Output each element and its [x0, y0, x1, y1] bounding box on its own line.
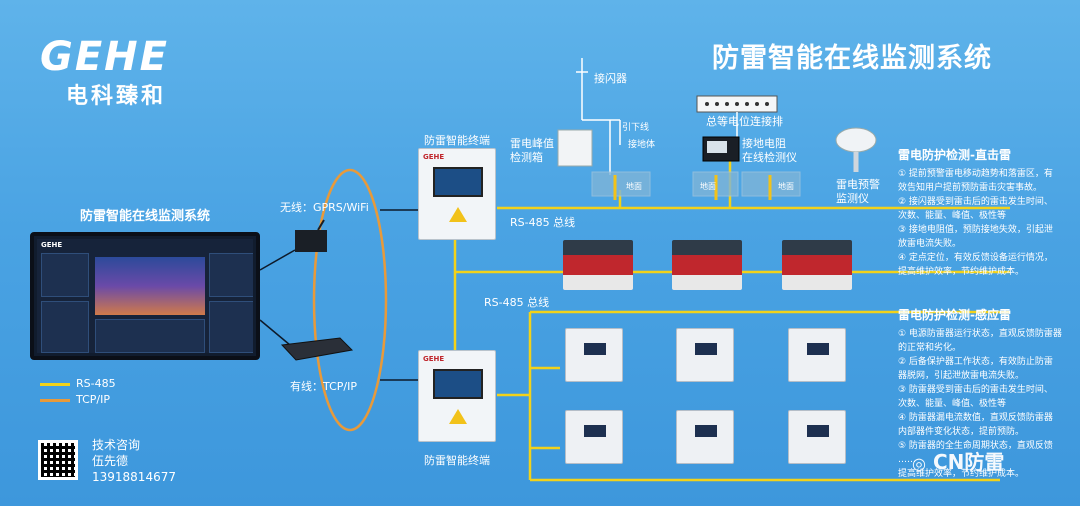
warning-icon	[449, 409, 467, 424]
label-ground-2: 地面	[700, 182, 716, 191]
section-item: 效告知用户提前预防雷击灾害事故。	[898, 183, 1043, 193]
legend-rs485-line	[40, 383, 70, 386]
label-lightning-rod: 接闪器	[594, 72, 627, 85]
monitor-logo: GEHE	[41, 241, 63, 249]
section-item: 提高维护效率，节约维护成本。	[898, 469, 1025, 479]
section-item: 提高维护效率，节约维护成本。	[898, 267, 1025, 277]
section-item: ④ 定点定位，有效反馈设备运行情况，	[898, 253, 1053, 263]
section-item: 次数、能量、峰值、极性等	[898, 399, 1007, 409]
terminal-device-bottom: GEHE	[418, 350, 496, 442]
watermark-text: CN防雷	[932, 450, 1005, 474]
contact-title: 技术咨询	[92, 438, 141, 452]
label-wired: 有线：TCP/IP	[290, 380, 357, 393]
section-direct-lightning: 雷电防护检测-直击雷 ① 提前预警雷电移动趋势和落雷区，有 效告知用户提前预防雷…	[898, 146, 1076, 279]
legend-rs485-label: RS-485	[76, 377, 116, 390]
label-ground-resistance: 接地电阻 在线检测仪	[742, 137, 797, 164]
spd-monitor-module	[788, 328, 846, 382]
section-item: 的正常和劣化。	[898, 343, 962, 353]
section-item: ⑤ 防雷器的全生命周期状态，直观反馈	[898, 441, 1053, 451]
legend-tcpip-line	[40, 399, 70, 402]
spd-monitor-module	[676, 328, 734, 382]
dashboard-panel	[209, 253, 253, 297]
label-down-conductor: 引下线	[622, 123, 650, 133]
surge-protector-module	[563, 240, 633, 290]
label-peak-box: 雷电峰值 检测箱	[510, 137, 554, 164]
label-ground-1: 地面	[626, 182, 642, 191]
terminal-brand: GEHE	[423, 153, 445, 161]
dashboard-panel	[209, 301, 253, 353]
terminal-device-top: GEHE	[418, 148, 496, 240]
section-title: 雷电防护检测-感应雷	[898, 308, 1011, 322]
dashboard-monitor: GEHE	[30, 232, 260, 360]
spd-monitor-module	[565, 328, 623, 382]
section-induced-lightning: 雷电防护检测-感应雷 ① 电源防雷器运行状态，直观反馈防雷器 的正常和劣化。 ②…	[898, 306, 1076, 481]
section-item: ② 接闪器受到雷击后的雷击发生时间、	[898, 197, 1053, 207]
section-item: 放雷电流失败。	[898, 239, 962, 249]
contact-phone: 13918814677	[92, 470, 176, 484]
section-item: ③ 接地电阻值，预防接地失效，引起泄	[898, 225, 1053, 235]
brand-name: 电科臻和	[66, 84, 167, 109]
label-grounding-body: 接地体	[628, 140, 656, 150]
section-item: ③ 防雷器受到雷击后的雷击发生时间、	[898, 385, 1053, 395]
section-item: ② 后备保护器工作状态，有效防止防雷	[898, 357, 1053, 367]
section-item: 次数、能量、峰值、极性等	[898, 211, 1007, 221]
terminal-brand: GEHE	[423, 355, 445, 363]
spd-monitor-module	[565, 410, 623, 464]
spd-monitor-module	[788, 410, 846, 464]
dashboard-city-view	[95, 257, 205, 315]
monitor-title: 防雷智能在线监测系统	[80, 209, 211, 224]
label-terminal-top: 防雷智能终端	[424, 134, 490, 147]
section-title: 雷电防护检测-直击雷	[898, 148, 1011, 162]
warning-icon	[449, 207, 467, 222]
surge-protector-module	[672, 240, 742, 290]
section-item: 器脱网，引起泄放雷电流失败。	[898, 371, 1025, 381]
watermark: ◎ CN防雷	[912, 446, 1004, 475]
label-rs485-top: RS-485 总线	[510, 216, 576, 229]
qr-code	[38, 440, 78, 480]
section-item: ① 电源防雷器运行状态，直观反馈防雷器	[898, 329, 1062, 339]
section-item: 内部器件变化状态，提前预防。	[898, 427, 1025, 437]
legend-tcpip-label: TCP/IP	[76, 393, 110, 406]
contact-block: 技术咨询 伍先德 13918814677	[92, 437, 176, 485]
label-wireless: 无线：GPRS/WiFi	[280, 201, 369, 214]
surge-protector-module	[782, 240, 852, 290]
label-rs485-mid: RS-485 总线	[484, 296, 550, 309]
section-item: ……	[898, 455, 916, 465]
label-terminal-bottom: 防雷智能终端	[424, 454, 490, 467]
brand-logo: GEHE	[40, 34, 169, 80]
dashboard-panel	[41, 301, 89, 353]
terminal-screen	[433, 167, 483, 197]
dashboard-panel	[95, 319, 205, 353]
section-item: ① 提前预警雷电移动趋势和落雷区，有	[898, 169, 1053, 179]
terminal-screen	[433, 369, 483, 399]
page-title: 防雷智能在线监测系统	[712, 43, 992, 74]
contact-name: 伍先德	[92, 454, 129, 468]
label-bonding-bar: 总等电位连接排	[706, 115, 783, 128]
spd-monitor-module	[676, 410, 734, 464]
label-warning-device: 雷电预警 监测仪	[836, 178, 880, 205]
label-ground-3: 地面	[778, 182, 794, 191]
dashboard-panel	[41, 253, 89, 297]
section-item: ④ 防雷器漏电流数值，直观反馈防雷器	[898, 413, 1053, 423]
wechat-icon: ◎	[912, 454, 926, 473]
